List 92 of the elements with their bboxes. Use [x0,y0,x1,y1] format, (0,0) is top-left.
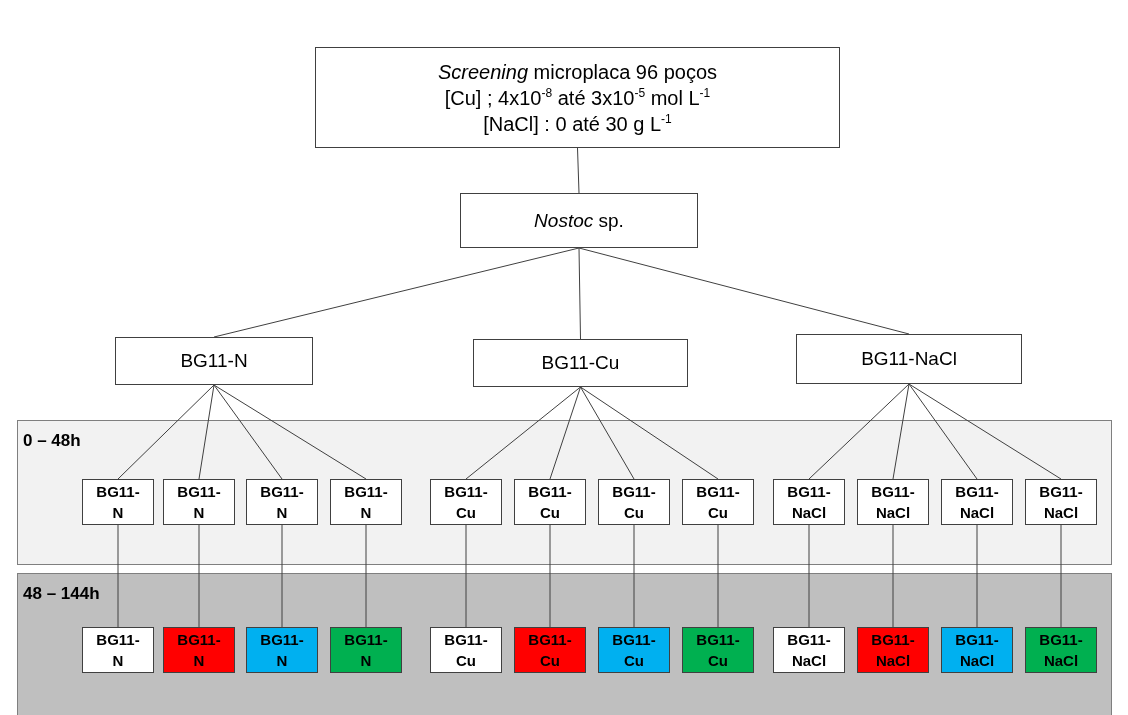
connector-line [365,524,367,628]
process-box [941,627,1013,673]
time-band [17,420,1112,565]
box-label: BG11- NaCl [871,482,915,523]
process-box [460,193,698,248]
connector-line [578,247,581,340]
connector-line [549,524,551,628]
process-box [1025,479,1097,525]
time-label: 0 – 48h [23,431,81,451]
connector-line [213,384,283,480]
process-box [246,627,318,673]
box-label: BG11- Cu [612,630,656,671]
connector-line [117,384,215,480]
box-label: BG11- NaCl [787,630,831,671]
connector-line [1060,524,1062,628]
box-label: BG11- N [96,482,140,523]
connector-line [908,383,1062,480]
connector-line [633,524,635,628]
process-box [315,47,840,148]
connector-line [580,386,719,480]
box-label: BG11- Cu [696,630,740,671]
process-box [941,479,1013,525]
box-label: BG11-N [180,350,248,372]
process-box [773,479,845,525]
box-label: [NaCl] : 0 até 30 g L$^{-1}$ [483,110,672,137]
time-band [17,573,1112,715]
process-box [430,479,502,525]
connector-line [117,524,119,628]
process-box [82,479,154,525]
connector-line [198,384,215,480]
connector-line [892,524,894,628]
box-label: BG11- Cu [528,630,572,671]
connector-line [465,524,467,628]
process-box [330,627,402,673]
process-box [246,479,318,525]
process-box [857,479,929,525]
connector-line [892,383,910,480]
box-label: BG11- Cu [528,482,572,523]
box-label: Nostoc sp. [534,209,624,232]
connector-line [808,524,810,628]
connector-line [908,383,978,480]
connector-line [213,384,367,480]
box-label: BG11- Cu [612,482,656,523]
process-box [598,627,670,673]
connector-line [549,386,581,480]
connector-line [465,386,581,480]
box-label: BG11- N [177,630,221,671]
process-box [82,627,154,673]
box-label: BG11- NaCl [787,482,831,523]
process-box [598,479,670,525]
process-box [682,627,754,673]
box-label: BG11- NaCl [871,630,915,671]
box-label: BG11- N [344,482,388,523]
time-label: 48 – 144h [23,584,100,604]
process-box [330,479,402,525]
connector-line [578,247,910,335]
connector-line [717,524,719,628]
box-label: BG11- N [260,630,304,671]
box-label: BG11- Cu [444,630,488,671]
process-box [773,627,845,673]
connector-line [213,247,580,338]
connector-line [577,147,580,194]
box-label: BG11- N [96,630,140,671]
box-label: BG11-Cu [541,352,620,374]
process-box [857,627,929,673]
box-label: Screening microplaca 96 poços [437,59,717,85]
process-box [514,479,586,525]
connector-line [198,524,200,628]
process-box [430,627,502,673]
process-box [796,334,1022,384]
process-box [163,627,235,673]
box-label: BG11- NaCl [955,630,999,671]
box-label: BG11-NaCl [861,348,957,370]
box-label: BG11- Cu [444,482,488,523]
connector-line [580,386,635,480]
process-box [514,627,586,673]
box-label: BG11- NaCl [1039,630,1083,671]
box-label: BG11- NaCl [955,482,999,523]
box-label: BG11- N [260,482,304,523]
box-label: BG11- NaCl [1039,482,1083,523]
box-label: [Cu] ; 4x10$^{-8}$ até 3x10$^{-5}$ mol L$^{-1}$ [444,84,711,111]
box-label: BG11- Cu [696,482,740,523]
process-box [115,337,313,385]
process-box [1025,627,1097,673]
process-box [163,479,235,525]
box-label: BG11- N [177,482,221,523]
process-box [682,479,754,525]
process-box [473,339,688,387]
box-label: BG11- N [344,630,388,671]
connector-line [808,383,910,480]
connector-line [281,524,283,628]
connector-line [976,524,978,628]
